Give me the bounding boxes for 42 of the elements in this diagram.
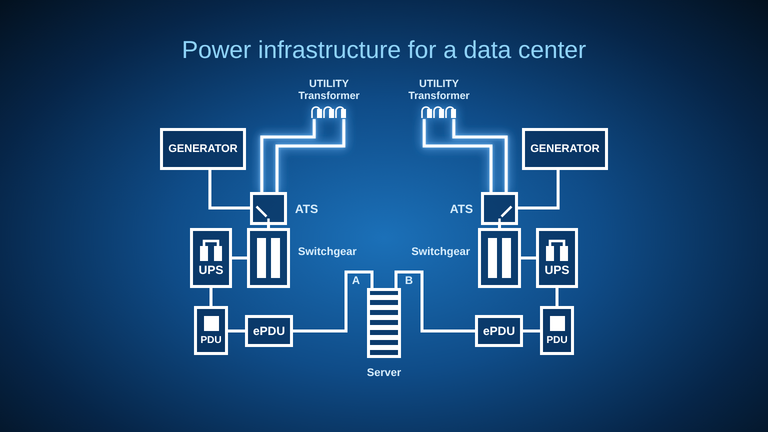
component-label: PDU bbox=[200, 334, 222, 346]
generator-box bbox=[522, 128, 608, 170]
power-line bbox=[228, 330, 245, 332]
component-label: Switchgear bbox=[298, 245, 357, 259]
power-line bbox=[260, 119, 316, 192]
component-label: ePDU bbox=[252, 324, 285, 338]
diagram-title: Power infrastructure for a data center bbox=[182, 36, 586, 66]
power-line bbox=[267, 225, 270, 228]
pdu-box bbox=[194, 306, 228, 355]
ups-box bbox=[190, 228, 232, 288]
component-label: ATS bbox=[295, 202, 318, 216]
power-line bbox=[422, 119, 492, 192]
generator-box bbox=[160, 128, 246, 170]
component-label: GENERATOR bbox=[530, 142, 600, 156]
component-label: ePDU bbox=[482, 324, 515, 338]
component-label: PDU bbox=[546, 334, 568, 346]
edge-label: A bbox=[352, 275, 360, 288]
power-line bbox=[498, 225, 501, 228]
power-line bbox=[208, 170, 250, 210]
power-line bbox=[523, 330, 540, 332]
epdu-box bbox=[245, 315, 293, 347]
component-label: UPS bbox=[544, 264, 570, 277]
power-line bbox=[518, 170, 560, 210]
epdu-box bbox=[475, 315, 523, 347]
edge-label: B bbox=[405, 275, 413, 288]
power-line bbox=[276, 119, 346, 192]
component-label: Switchgear bbox=[411, 245, 470, 259]
component-label: ATS bbox=[450, 202, 473, 216]
power-line bbox=[452, 119, 508, 192]
component-label: UPS bbox=[198, 264, 224, 277]
component-label: Server bbox=[366, 366, 402, 380]
component-label: UTILITY Transformer bbox=[297, 78, 361, 102]
power-line bbox=[293, 270, 374, 332]
component-label: GENERATOR bbox=[168, 142, 238, 156]
ups-box bbox=[536, 228, 578, 288]
power-line bbox=[210, 288, 212, 306]
power-line bbox=[232, 256, 247, 260]
pdu-box bbox=[540, 306, 574, 355]
component-label: UTILITY Transformer bbox=[407, 78, 471, 102]
power-line bbox=[556, 288, 558, 306]
power-line bbox=[521, 256, 536, 260]
power-line bbox=[394, 270, 475, 332]
